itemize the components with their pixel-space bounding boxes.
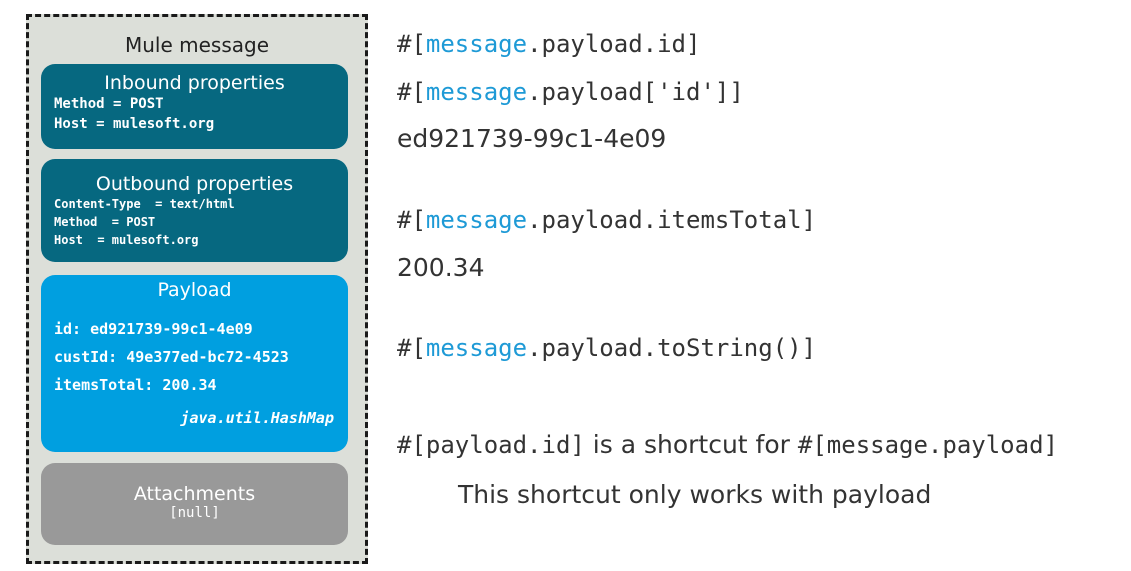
attachments-title: Attachments [133, 483, 256, 505]
payload-line: itemsTotal: 200.34 [54, 376, 217, 394]
expression-2: #[message.payload['id']] [397, 78, 744, 106]
expression-1: #[message.payload.id] [397, 30, 701, 58]
payload-title: Payload [157, 279, 232, 301]
expression-3: #[message.payload.itemsTotal] [397, 206, 817, 234]
shortcut-note: #[payload.id] is a shortcut for #[messag… [397, 430, 1058, 459]
outbound-line: Method = POST [54, 215, 156, 229]
outbound-title: Outbound properties [95, 173, 294, 195]
outbound-properties-box: Outbound properties Content-Type = text/… [41, 159, 348, 262]
inbound-line: Method = POST [54, 96, 164, 112]
inbound-line: Host = mulesoft.org [54, 116, 215, 132]
attachments-value: [null] [169, 505, 220, 521]
result-2: 200.34 [397, 253, 485, 282]
inbound-title: Inbound properties [104, 72, 285, 94]
mule-message-container: Mule message Inbound properties Method =… [26, 14, 368, 564]
payload-type: java.util.HashMap [180, 409, 334, 427]
payload-line: custId: 49e377ed-bc72-4523 [54, 348, 289, 366]
result-1: ed921739-99c1-4e09 [397, 124, 667, 153]
payload-line: id: ed921739-99c1-4e09 [54, 320, 253, 338]
expression-4: #[message.payload.toString()] [397, 334, 817, 362]
attachments-box: Attachments [null] [41, 463, 348, 545]
payload-box: Payload id: ed921739-99c1-4e09 custId: 4… [41, 275, 348, 452]
outbound-line: Content-Type = text/html [54, 197, 235, 211]
inbound-properties-box: Inbound properties Method = POST Host = … [41, 64, 348, 149]
shortcut-note-2: This shortcut only works with payload [458, 480, 932, 509]
mule-message-title: Mule message [124, 33, 270, 57]
outbound-line: Host = mulesoft.org [54, 233, 199, 247]
